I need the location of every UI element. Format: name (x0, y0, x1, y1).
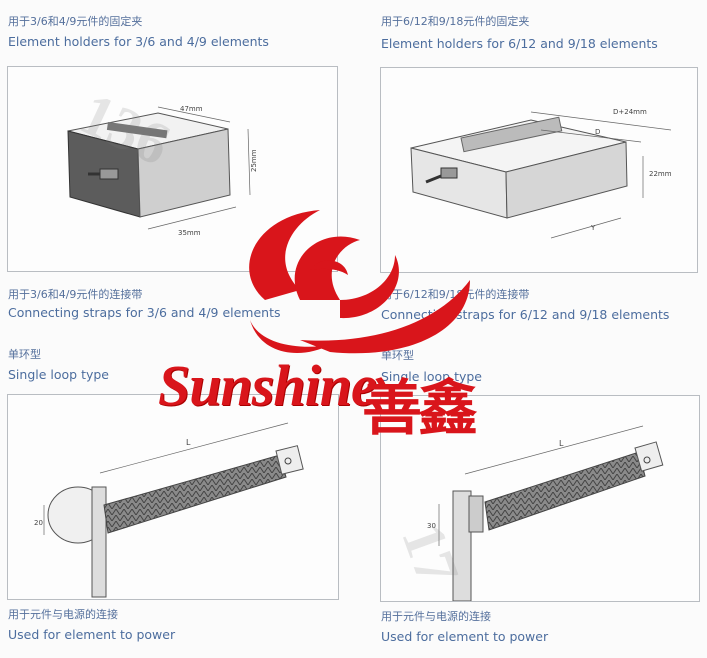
caption-strap-small-en: Connecting straps for 3/6 and 4/9 elemen… (8, 305, 281, 320)
dim-strap-left-length: L (186, 438, 191, 447)
dim-small-depth: 35mm (178, 229, 201, 237)
dim-large-top: D+24mm (613, 108, 647, 116)
caption-strap-large-zh: 用于6/12和9/18元件的连接带 (381, 288, 530, 301)
holder-large-drawing: D+24mm D 22mm Y (410, 108, 672, 239)
caption-power-right-en: Used for element to power (381, 629, 549, 644)
caption-loop-right-zh: 单环型 (381, 349, 414, 362)
dim-small-width: 47mm (180, 105, 203, 113)
dim-strap-right-height: 30 (427, 522, 436, 530)
dim-strap-left-height: 20 (34, 519, 43, 527)
strap-large-drawing: L 30 (427, 425, 664, 601)
holder-large-panel: D+24mm D 22mm Y (380, 67, 698, 273)
dim-large-y: Y (590, 224, 596, 232)
caption-holder-small-zh: 用于3/6和4/9元件的固定夹 (8, 15, 143, 28)
caption-loop-left-zh: 单环型 (8, 348, 41, 361)
caption-holder-large-en: Element holders for 6/12 and 9/18 elemen… (381, 36, 658, 51)
holder-small-drawing: 47mm 25mm 35mm (67, 105, 258, 237)
caption-loop-left-en: Single loop type (8, 367, 110, 382)
caption-strap-large-en: Connecting straps for 6/12 and 9/18 elem… (381, 307, 670, 322)
caption-loop-right-en: Single loop type (381, 369, 483, 384)
strap-small-drawing: L 20 (34, 422, 304, 598)
holder-small-panel: 47mm 25mm 35mm (7, 66, 338, 272)
caption-holder-small-en: Element holders for 3/6 and 4/9 elements (8, 34, 269, 49)
strap-small-panel: L 20 (7, 394, 339, 600)
dim-strap-right-length: L (559, 439, 564, 448)
caption-power-right-zh: 用于元件与电源的连接 (381, 610, 491, 623)
dim-large-height: 22mm (649, 170, 672, 178)
strap-large-panel: L 30 (380, 395, 700, 602)
caption-holder-large-zh: 用于6/12和9/18元件的固定夹 (381, 15, 530, 28)
dim-small-height: 25mm (250, 149, 258, 172)
caption-power-left-en: Used for element to power (8, 627, 176, 642)
caption-strap-small-zh: 用于3/6和4/9元件的连接带 (8, 288, 143, 301)
dim-large-d: D (595, 128, 600, 136)
caption-power-left-zh: 用于元件与电源的连接 (8, 608, 118, 621)
